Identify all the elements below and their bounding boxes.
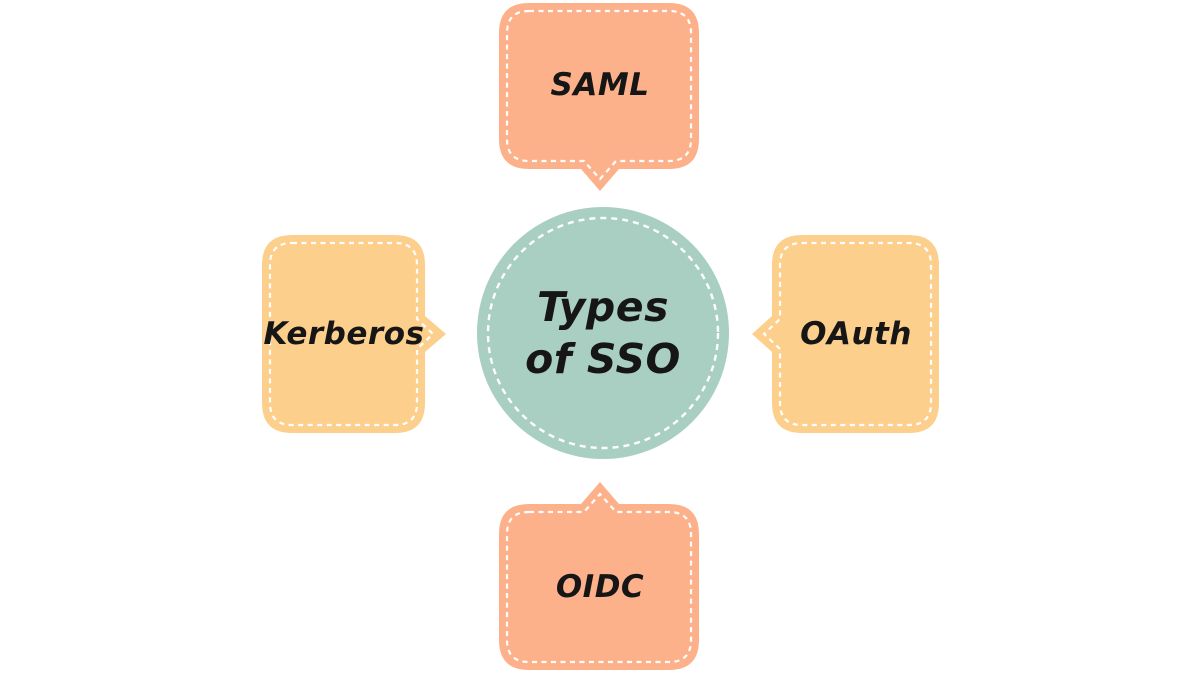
center-circle-shape — [477, 207, 729, 459]
bubble-oidc-fill — [499, 482, 699, 670]
center-circle — [476, 206, 730, 460]
center-circle-fill — [477, 207, 729, 459]
center-circle-dashed-ring — [486, 216, 720, 450]
bubble-oidc — [497, 481, 703, 673]
bubble-saml-fill — [499, 3, 699, 191]
bubble-oidc-shape — [499, 482, 699, 670]
bubble-kerberos — [261, 234, 447, 434]
bubble-oidc-dashed-border — [505, 492, 693, 664]
bubble-oauth — [749, 234, 941, 434]
bubble-saml — [497, 2, 703, 192]
bubble-oauth-dashed-border — [762, 241, 933, 427]
bubble-kerberos-shape — [262, 235, 446, 433]
bubble-saml-dashed-border — [505, 9, 693, 181]
bubble-saml-shape — [499, 3, 699, 191]
bubble-kerberos-fill — [262, 235, 446, 433]
bubble-kerberos-dashed-border — [268, 241, 435, 427]
bubble-oauth-fill — [752, 235, 939, 433]
bubble-oauth-shape — [752, 235, 939, 433]
